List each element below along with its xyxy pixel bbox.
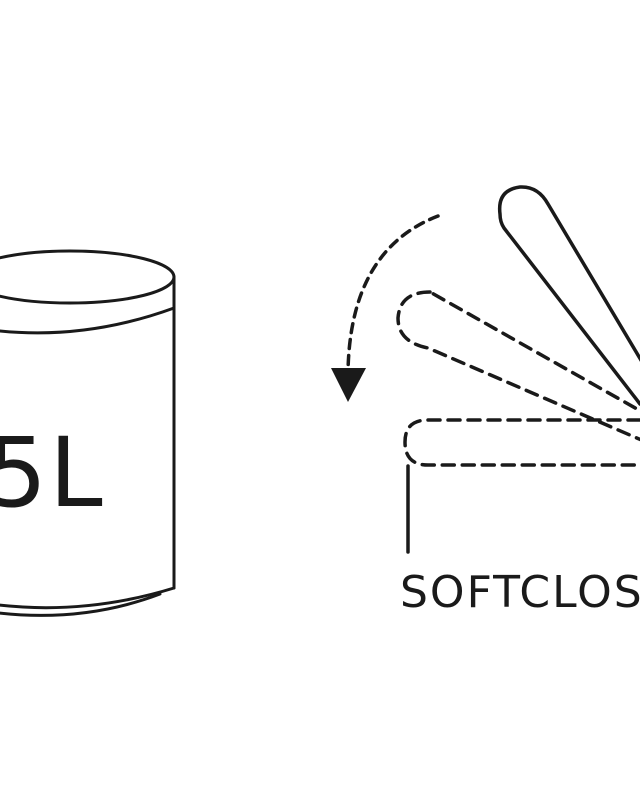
bin-base-edge [0, 592, 162, 617]
closing-arrow-path [346, 214, 440, 374]
bin-volume-icon [0, 249, 176, 617]
softclose-label: SOFTCLOSE [400, 567, 640, 618]
softclose-icon [331, 185, 640, 554]
arrow-down-icon [331, 368, 366, 402]
bin-rim [0, 249, 176, 305]
bin-lid-band [0, 306, 176, 335]
bin-bottom-edge [0, 586, 176, 610]
lid-halfway-dashed [396, 290, 640, 442]
lid-open-solid [497, 185, 640, 406]
lid-closed-dashed [403, 418, 640, 467]
volume-label: 5L [0, 417, 105, 529]
